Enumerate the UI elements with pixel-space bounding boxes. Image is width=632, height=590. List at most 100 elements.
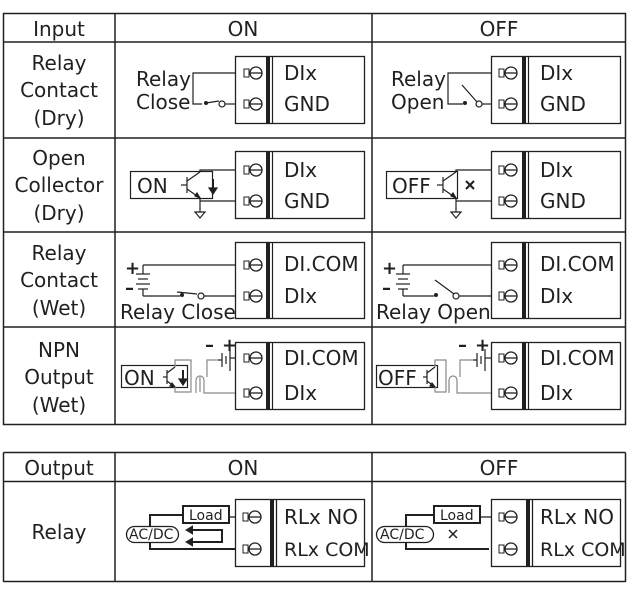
terminal-rlx-no-label: RLx NO — [540, 505, 614, 529]
row-label-npn-output-wet: NPN Output (Wet) — [24, 338, 94, 417]
screw-terminal-icon — [498, 542, 518, 556]
screw-terminal-icon — [498, 194, 518, 208]
diagram-npn-wet-off — [375, 341, 622, 411]
screw-terminal-icon — [243, 258, 263, 272]
terminal-rlx-com-label: RLx COM — [540, 539, 626, 561]
terminal-block — [234, 150, 366, 220]
terminal-dix-label: DIx — [284, 61, 317, 85]
battery-icon — [136, 265, 150, 296]
battery-icon — [396, 265, 410, 296]
terminal-dix-label: DIx — [540, 61, 573, 85]
terminal-block — [234, 55, 366, 125]
terminal-rlx-com-label: RLx COM — [284, 539, 370, 561]
screw-terminal-icon — [498, 66, 518, 80]
transistor-icon — [437, 171, 458, 200]
ac-dc-supply-icon — [125, 525, 180, 544]
output-table-grid — [2, 451, 627, 583]
ground-icon — [193, 211, 207, 219]
screw-terminal-icon — [243, 351, 263, 365]
diagram-relay-output-off — [375, 498, 622, 568]
terminal-dix-label: DIx — [540, 381, 573, 405]
relay-switch-closed-icon — [205, 100, 220, 104]
npn-wiring — [434, 359, 491, 394]
relay-open-label: Relay — [391, 67, 446, 91]
plus-sign: + — [125, 258, 140, 279]
npn-off-label: OFF — [392, 174, 431, 198]
transistor-icon — [163, 366, 177, 388]
input-table-grid — [2, 12, 627, 426]
npn-source-box — [375, 364, 439, 389]
screw-terminal-icon — [498, 97, 518, 111]
svg-text:NPN: NPN — [38, 338, 80, 362]
screw-terminal-icon — [498, 289, 518, 303]
ground-icon — [449, 211, 463, 219]
minus-sign: – — [205, 335, 214, 356]
terminal-dix-label: DIx — [284, 158, 317, 182]
screw-terminal-icon — [498, 258, 518, 272]
input-header-on: ON — [228, 17, 259, 41]
load-label: Load — [189, 508, 223, 524]
screw-terminal-icon — [243, 289, 263, 303]
terminal-gnd-label: GND — [284, 189, 330, 213]
ac-dc-label: AC/DC — [380, 527, 425, 543]
diagram-relay-wet-on — [136, 241, 366, 320]
screw-terminal-icon — [243, 66, 263, 80]
minus-sign: – — [125, 278, 134, 299]
svg-text:Contact: Contact — [20, 268, 98, 292]
down-arrow-icon — [177, 370, 189, 387]
screw-terminal-icon — [243, 163, 263, 177]
current-loop-arrows-icon — [185, 525, 223, 547]
row-label-relay-output: Relay — [32, 520, 87, 544]
switch-pivot-icon — [180, 293, 184, 297]
terminal-gnd-label: GND — [540, 189, 586, 213]
ac-dc-label: AC/DC — [129, 527, 174, 543]
terminal-dicom-label: DI.COM — [284, 346, 359, 370]
terminal-block — [490, 55, 622, 125]
npn-on-label: ON — [137, 174, 168, 198]
svg-text:Collector: Collector — [15, 173, 105, 197]
switch-pivot-icon — [463, 101, 467, 105]
row-label-open-collector-dry: Open Collector (Dry) — [15, 146, 105, 225]
diagram-open-collector-off — [385, 150, 622, 220]
relay-switch-open-icon — [434, 279, 455, 295]
output-header-off: OFF — [480, 456, 519, 480]
output-header-on: ON — [228, 456, 259, 480]
terminal-dix-label: DIx — [284, 284, 317, 308]
npn-off-label: OFF — [378, 366, 417, 390]
npn-source-box — [120, 364, 189, 389]
switch-pivot-icon — [434, 293, 438, 297]
terminal-block — [490, 241, 622, 320]
diagram-relay-wet-off — [396, 241, 622, 320]
terminal-gnd-label: GND — [540, 92, 586, 116]
relay-open-label: Relay Open — [376, 300, 491, 324]
row-label-relay-contact-wet: Relay Contact (Wet) — [20, 241, 98, 320]
down-arrow-icon — [207, 179, 219, 196]
cross-icon — [448, 529, 458, 539]
battery-icon — [473, 349, 491, 371]
relay-close-label: Close — [136, 90, 190, 114]
battery-icon — [218, 349, 235, 371]
terminal-dix-label: DIx — [540, 158, 573, 182]
terminal-block — [490, 341, 622, 411]
load-label: Load — [440, 508, 474, 524]
svg-text:Contact: Contact — [20, 78, 98, 102]
relay-open-label: Open — [391, 90, 444, 114]
terminal-dicom-label: DI.COM — [284, 252, 359, 276]
plus-sign: + — [222, 335, 237, 356]
svg-text:Output: Output — [24, 365, 94, 389]
screw-terminal-icon — [242, 510, 262, 524]
terminal-dix-label: DIx — [284, 381, 317, 405]
output-header-label: Output — [24, 456, 94, 480]
relay-switch-closed-icon — [176, 291, 198, 295]
screw-terminal-icon — [498, 510, 518, 524]
transistor-icon — [181, 171, 202, 200]
terminal-block — [234, 498, 366, 568]
transistor-icon — [423, 366, 437, 388]
minus-sign: – — [382, 278, 391, 299]
relay-close-label: Relay Close — [120, 300, 236, 324]
diagram-relay-dry-on — [192, 55, 366, 125]
npn-source-box — [385, 170, 459, 200]
relay-close-label: Relay — [136, 67, 191, 91]
input-header-off: OFF — [480, 17, 519, 41]
